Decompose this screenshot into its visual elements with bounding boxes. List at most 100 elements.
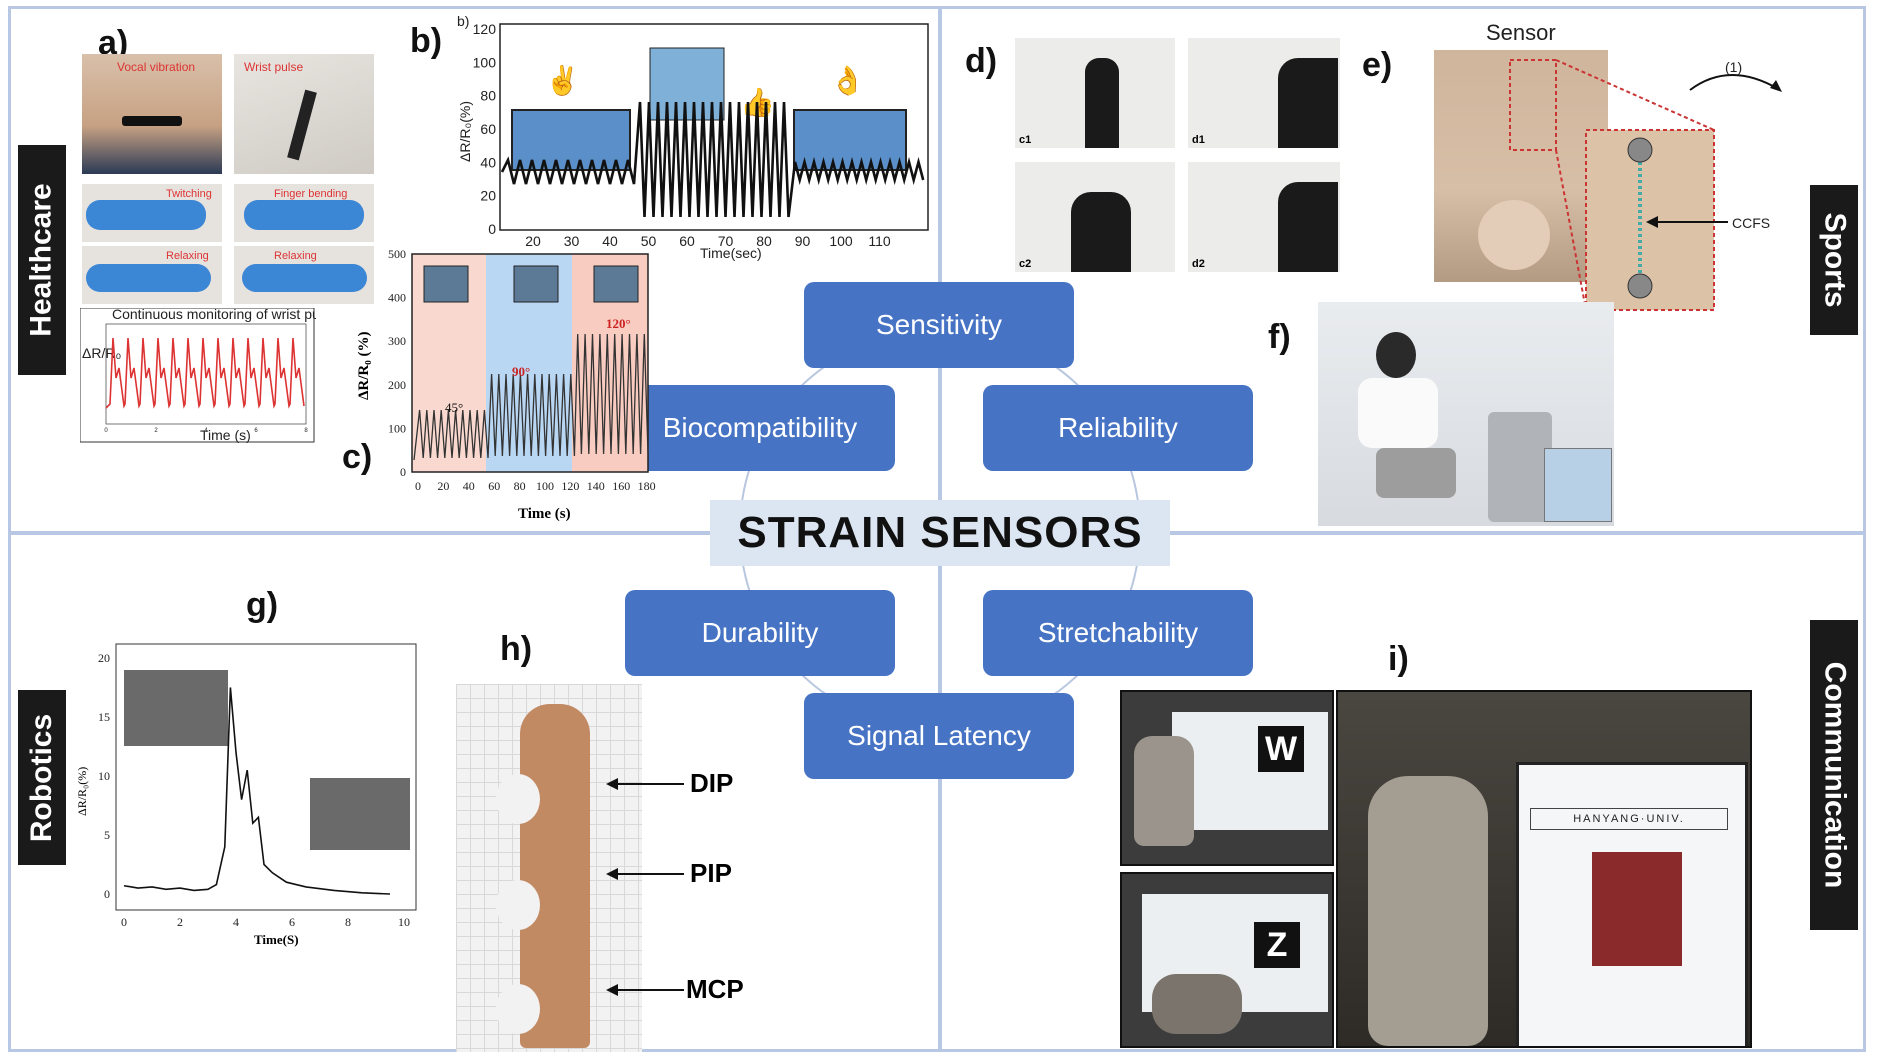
x-tick: 0 bbox=[415, 479, 421, 493]
robot-photo-1 bbox=[124, 670, 228, 746]
x-tick: 40 bbox=[602, 233, 618, 249]
glove-hand bbox=[1134, 736, 1194, 846]
panel-b-label: b) bbox=[410, 22, 443, 60]
screen-photo-2 bbox=[793, 109, 907, 171]
shirt-shape bbox=[1358, 378, 1438, 448]
glove-shape bbox=[244, 200, 364, 230]
x-tick: 70 bbox=[718, 233, 734, 249]
x-tick: 2 bbox=[154, 428, 158, 434]
property-biocompatibility: Biocompatibility bbox=[625, 385, 895, 471]
y-axis-label: ΔR/R₀(%) bbox=[75, 767, 89, 816]
x-tick: 100 bbox=[829, 233, 853, 249]
glove-shape bbox=[86, 264, 211, 292]
y-tick: 5 bbox=[104, 828, 110, 842]
person-shape bbox=[1278, 182, 1338, 272]
robot-photo-2 bbox=[310, 778, 410, 850]
y-tick: 0 bbox=[400, 465, 406, 479]
y-tick: 10 bbox=[98, 769, 110, 783]
y-axis-label: ΔR/R₀(%) bbox=[457, 101, 473, 162]
finger-photo-3 bbox=[593, 265, 639, 303]
y-tick: 20 bbox=[98, 651, 110, 665]
joint-label-mcp: MCP bbox=[686, 974, 744, 1004]
monitor-screen bbox=[1172, 712, 1328, 830]
x-tick: 2 bbox=[177, 915, 183, 929]
y-tick: 500 bbox=[388, 250, 406, 261]
photo-d2: d2 bbox=[1188, 162, 1340, 272]
panel-g-label: g) bbox=[246, 586, 279, 624]
signal-plot bbox=[1592, 852, 1682, 966]
person-shape bbox=[1071, 192, 1131, 272]
sensor-title: Sensor bbox=[1486, 20, 1556, 45]
y-tick: 0 bbox=[104, 887, 110, 901]
x-tick: 0 bbox=[104, 428, 108, 434]
healthcare-label: Healthcare bbox=[18, 145, 66, 375]
twitching-photo: Twitching bbox=[82, 184, 222, 242]
panel-d-label: d) bbox=[965, 42, 998, 80]
relaxing-photo-2: Relaxing bbox=[234, 246, 374, 304]
sports-label: Sports bbox=[1810, 185, 1858, 335]
panel-c-label: c) bbox=[342, 438, 373, 476]
glove-hand bbox=[1368, 776, 1488, 1046]
x-axis-label: Time(S) bbox=[254, 932, 299, 947]
screen-text: HANYANG·UNIV. bbox=[1530, 808, 1728, 830]
photo-c2: c2 bbox=[1015, 162, 1175, 272]
x-tick: 50 bbox=[641, 233, 657, 249]
glove-shape bbox=[86, 200, 206, 230]
x-tick: 80 bbox=[756, 233, 772, 249]
panel-e-label: e) bbox=[1362, 46, 1393, 84]
glove-shape bbox=[242, 264, 367, 292]
figure-frame bbox=[8, 6, 1866, 1052]
x-tick: 110 bbox=[868, 233, 891, 249]
x-tick: 60 bbox=[679, 233, 695, 249]
robotics-label: Robotics bbox=[18, 690, 66, 865]
x-tick: 40 bbox=[463, 479, 475, 493]
x-tick: 30 bbox=[564, 233, 580, 249]
finger-photo-2 bbox=[513, 265, 559, 303]
label-c2: c2 bbox=[1019, 258, 1032, 270]
ccfs-label: CCFS bbox=[1732, 215, 1770, 231]
joint-label-pip: PIP bbox=[690, 858, 732, 888]
property-reliability: Reliability bbox=[983, 385, 1253, 471]
panel-f-label: f) bbox=[1268, 318, 1291, 356]
property-stretchability: Stretchability bbox=[983, 590, 1253, 676]
sensor-strip bbox=[287, 89, 317, 161]
y-tick: 300 bbox=[388, 334, 406, 348]
angle-series-line bbox=[413, 333, 649, 461]
knee-shape bbox=[1478, 200, 1550, 270]
glove-hand bbox=[1152, 974, 1242, 1034]
annotation-90: 90° bbox=[512, 364, 530, 379]
x-tick: 100 bbox=[536, 479, 554, 493]
sensor-strip bbox=[122, 116, 182, 126]
x-tick: 120 bbox=[561, 479, 579, 493]
joint-label-dip: DIP bbox=[690, 768, 734, 798]
photo-c1: c1 bbox=[1015, 38, 1175, 148]
y-tick: 100 bbox=[388, 421, 406, 435]
y-tick: 80 bbox=[480, 88, 496, 104]
x-tick: 90 bbox=[795, 233, 811, 249]
resistance-series-line bbox=[500, 101, 925, 218]
person-shape bbox=[1085, 58, 1119, 148]
y-tick: 40 bbox=[480, 154, 496, 170]
victory-icon: ✌ bbox=[545, 63, 580, 97]
gesture-w-photo: W bbox=[1120, 690, 1334, 866]
robot-series-line bbox=[123, 687, 391, 895]
x-axis-label: Time (s) bbox=[518, 506, 571, 522]
label-d1: d1 bbox=[1192, 134, 1205, 146]
joint-arrows bbox=[606, 778, 684, 996]
y-tick: 120 bbox=[473, 21, 497, 37]
x-tick: 20 bbox=[437, 479, 449, 493]
x-axis-label: Time (s) bbox=[200, 427, 251, 443]
bike-shape bbox=[1488, 412, 1552, 522]
x-tick: 10 bbox=[398, 915, 410, 929]
caption-wrist-pulse: Wrist pulse bbox=[244, 60, 304, 74]
knee-photo bbox=[1434, 50, 1608, 282]
y-axis-label: ΔR/R₀ (%) bbox=[356, 332, 372, 400]
gesture-z-photo: Z bbox=[1120, 872, 1334, 1048]
x-tick: 8 bbox=[345, 915, 351, 929]
letter-z: Z bbox=[1254, 922, 1300, 968]
